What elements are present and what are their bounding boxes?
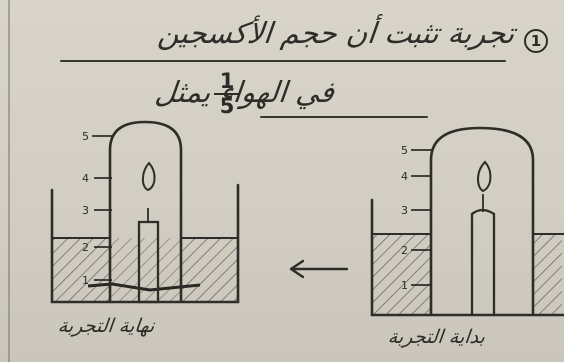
end-scale-label: 1 [82,274,89,287]
start-bell-jar [429,126,535,314]
left-arrow-icon [289,259,349,279]
end-basin-water [181,239,237,302]
question-number: 1 [524,29,548,53]
start-candle-flame [477,160,492,193]
end-scale-label: 3 [82,204,89,217]
title-underline-1 [60,60,506,62]
caption-end-experiment: نهاية التجربة [56,315,156,337]
start-scale-label: 5 [401,144,408,157]
end-candle-flame [141,161,156,192]
fraction-bar [214,93,240,95]
end-basin-water [53,239,111,302]
end-experiment-setup: 5 4 3 2 1 [50,120,240,304]
start-scale-label: 4 [401,170,408,183]
start-scale: 5 4 3 2 1 [401,144,432,292]
start-scale-label: 2 [401,244,408,257]
end-scale-label: 5 [82,130,89,143]
end-scale-label: 4 [82,172,89,185]
start-candle [470,208,496,314]
start-basin [370,198,564,317]
end-scale: 5 4 3 2 1 [82,130,112,287]
end-scale-label: 2 [82,241,89,254]
fraction-denominator: 5 [219,94,235,118]
start-experiment-setup: 5 4 3 2 1 [370,126,564,317]
end-jar-water [111,238,181,302]
start-scale-label: 1 [401,279,408,292]
start-basin-water [532,234,562,314]
fraction-numerator: 1 [219,69,235,93]
end-jar-water-line [87,282,201,292]
fraction-one-fifth: 1 5 [214,70,240,118]
start-basin-water [373,234,432,314]
start-scale-label: 3 [401,204,408,217]
title-underline-2 [260,116,428,118]
caption-start-experiment: بداية التجربة [386,326,487,348]
page-margin-line [8,0,10,362]
end-bell-jar [108,120,183,302]
